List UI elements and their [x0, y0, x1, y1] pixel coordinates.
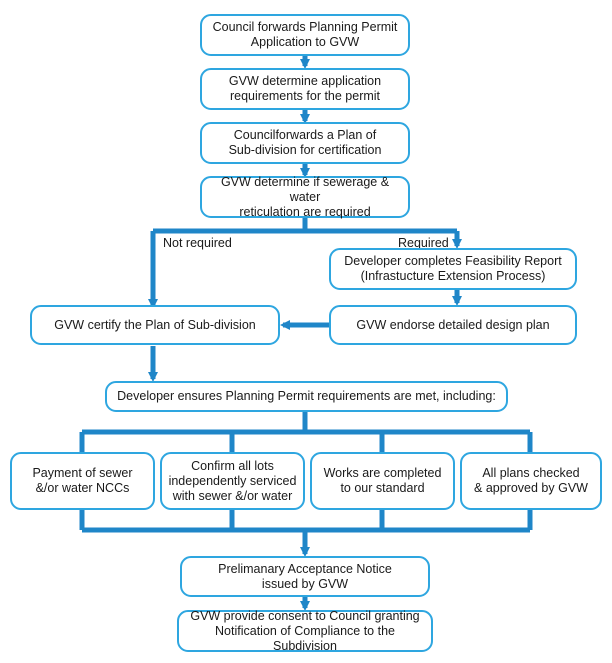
node-council-forwards-application: Council forwards Planning Permit Applica… — [200, 14, 410, 56]
node-endorse-design: GVW endorse detailed design plan — [329, 305, 577, 345]
node-works-completed: Works are completed to our standard — [310, 452, 455, 510]
node-gvw-determine-requirements: GVW determine application requirements f… — [200, 68, 410, 110]
node-gvw-determine-sewerage: GVW determine if sewerage & water reticu… — [200, 175, 410, 219]
node-confirm-lots: Confirm all lots independently serviced … — [160, 452, 305, 510]
node-payment-nccs: Payment of sewer &/or water NCCs — [10, 452, 155, 510]
node-certify-plan: GVW certify the Plan of Sub-division — [30, 305, 280, 345]
node-feasibility-report: Developer completes Feasibility Report (… — [329, 248, 577, 290]
node-consent: GVW provide consent to Council granting … — [177, 609, 433, 653]
edge-label-not-required: Not required — [163, 236, 232, 250]
node-acceptance-notice: Prelimanary Acceptance Notice issued by … — [180, 556, 430, 597]
edge-label-required: Required — [398, 236, 449, 250]
node-developer-ensures: Developer ensures Planning Permit requir… — [105, 381, 508, 412]
node-council-forwards-plan: Councilforwards a Plan of Sub-division f… — [200, 122, 410, 164]
node-plans-checked: All plans checked & approved by GVW — [460, 452, 602, 510]
